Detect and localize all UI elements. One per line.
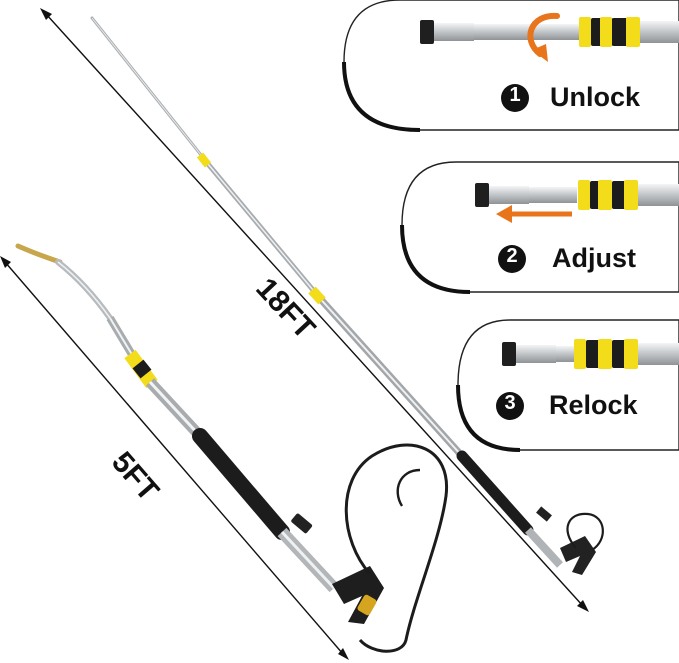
dimension-arrow-18ft	[40, 8, 589, 612]
step-panel-relock	[456, 319, 679, 452]
dimension-arrow-5ft	[0, 256, 349, 660]
step-label-relock: Relock	[549, 390, 638, 420]
step-number-1: 1	[509, 84, 521, 106]
long-telescopic-wand	[90, 16, 604, 575]
step-number-3: 3	[504, 392, 516, 414]
step-panel-unlock	[342, 0, 679, 132]
step-panel-adjust	[400, 161, 679, 294]
left-arrow-icon	[496, 205, 572, 223]
step-number-2: 2	[506, 245, 518, 267]
step-label-adjust: Adjust	[552, 243, 636, 273]
short-telescopic-wand	[15, 243, 449, 653]
step-label-unlock: Unlock	[550, 82, 641, 112]
